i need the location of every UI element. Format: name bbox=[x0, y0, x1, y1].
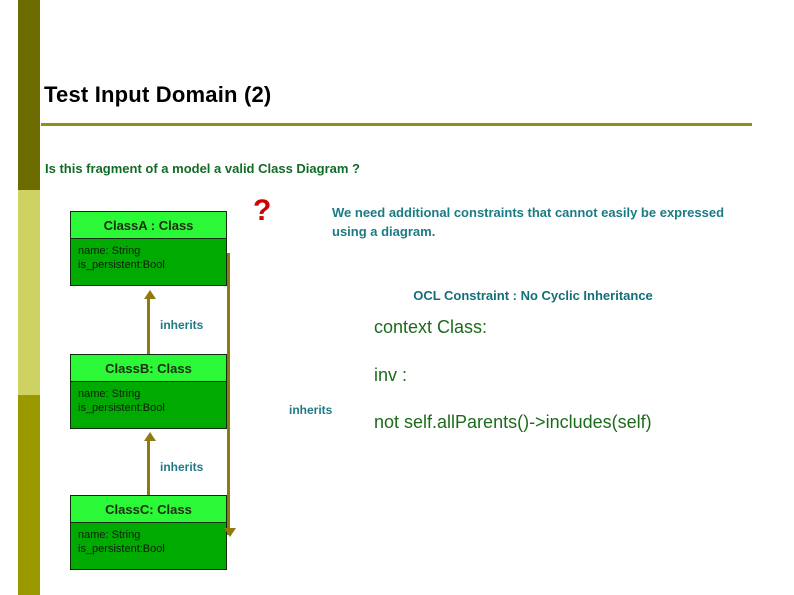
class-name-c: ClassC: Class bbox=[71, 496, 226, 523]
class-attributes-b: name: String is_persistent:Bool bbox=[71, 382, 226, 428]
explanation-text: We need additional constraints that cann… bbox=[332, 205, 725, 239]
inherits-label-b-a: inherits bbox=[160, 318, 204, 332]
sidebar-band-mid bbox=[18, 395, 40, 595]
ocl-constraint-title: OCL Constraint : No Cyclic Inheritance bbox=[413, 288, 653, 303]
attribute-name: name: String bbox=[78, 529, 141, 541]
class-box-b: ClassB: Class name: String is_persistent… bbox=[70, 354, 227, 429]
sidebar-band-dark bbox=[18, 0, 40, 190]
ocl-line-expression: not self.allParents()->includes(self) bbox=[374, 412, 652, 432]
attribute-is-persistent: is_persistent:Bool bbox=[78, 402, 165, 414]
inherits-label-c-b: inherits bbox=[160, 460, 204, 474]
ocl-line-inv: inv : bbox=[374, 365, 408, 385]
inherits-label-a-c: inherits bbox=[289, 403, 333, 417]
attribute-name: name: String bbox=[78, 388, 141, 400]
question-text: Is this fragment of a model a valid Clas… bbox=[45, 161, 360, 176]
class-name-b: ClassB: Class bbox=[71, 355, 226, 382]
attribute-is-persistent: is_persistent:Bool bbox=[78, 543, 165, 555]
class-name-a: ClassA : Class bbox=[71, 212, 226, 239]
inheritance-arrow-c-to-b-shaft bbox=[147, 438, 150, 495]
title-divider bbox=[41, 123, 752, 126]
inheritance-arrow-b-to-a-shaft bbox=[147, 296, 150, 354]
ocl-line-context: context Class: bbox=[374, 317, 488, 337]
inheritance-arrow-a-to-c-shaft bbox=[227, 253, 230, 535]
inheritance-arrow-b-to-a-head bbox=[144, 290, 156, 299]
attribute-name: name: String bbox=[78, 245, 141, 257]
page-title: Test Input Domain (2) bbox=[44, 82, 272, 107]
sidebar-decoration bbox=[18, 0, 40, 595]
class-box-a: ClassA : Class name: String is_persisten… bbox=[70, 211, 227, 286]
class-attributes-a: name: String is_persistent:Bool bbox=[71, 239, 226, 285]
class-attributes-c: name: String is_persistent:Bool bbox=[71, 523, 226, 569]
attribute-is-persistent: is_persistent:Bool bbox=[78, 259, 165, 271]
sidebar-band-light bbox=[18, 190, 40, 395]
class-box-c: ClassC: Class name: String is_persistent… bbox=[70, 495, 227, 570]
inheritance-arrow-c-to-b-head bbox=[144, 432, 156, 441]
question-mark-icon: ? bbox=[253, 194, 272, 227]
inheritance-arrow-a-to-c-head bbox=[224, 528, 236, 537]
